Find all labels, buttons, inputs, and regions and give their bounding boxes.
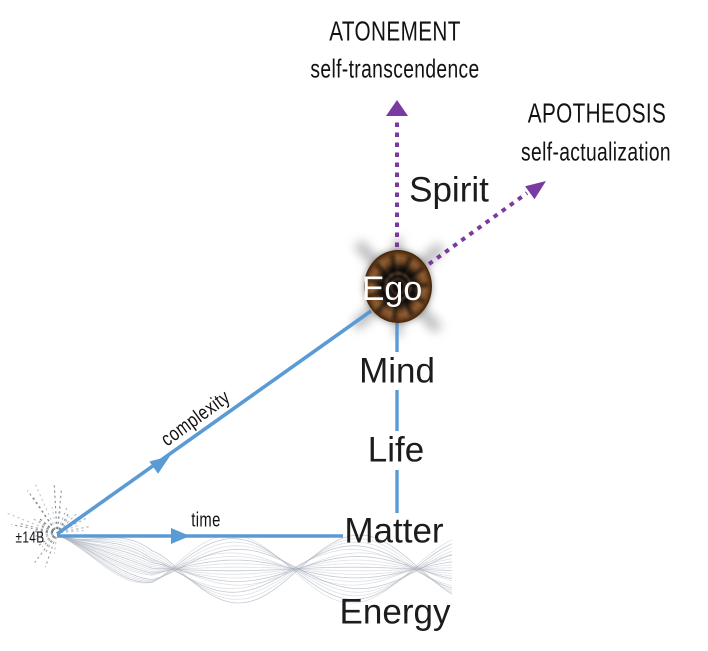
- complexity-axis-arrowhead-icon: [149, 456, 170, 474]
- big-bang-starburst: [4, 482, 90, 568]
- apotheosis-arrowhead-icon: [525, 181, 546, 200]
- stage-label-energy: Energy: [339, 592, 451, 632]
- apotheosis-subtitle: self-actualization: [521, 136, 671, 167]
- stage-label-mind: Mind: [359, 351, 435, 391]
- stage-label-matter: Matter: [344, 511, 444, 551]
- stage-label-spirit: Spirit: [409, 170, 489, 210]
- time-axis-label: time: [191, 509, 221, 532]
- origin-label: ±14B: [15, 529, 45, 547]
- apotheosis-title: APOTHEOSIS: [527, 97, 667, 129]
- apotheosis-arrow-line: [427, 191, 529, 266]
- atonement-arrowhead-icon: [386, 100, 408, 116]
- stage-label-ego: Ego: [361, 270, 423, 308]
- ego-vortex-icon: [364, 250, 432, 323]
- complexity-axis-line: [55, 309, 373, 536]
- atonement-subtitle: self-transcendence: [310, 53, 480, 84]
- stage-label-life: Life: [367, 430, 425, 470]
- time-axis-arrowhead-icon: [171, 528, 190, 544]
- atonement-title: ATONEMENT: [329, 15, 461, 47]
- energy-wave: [56, 534, 453, 604]
